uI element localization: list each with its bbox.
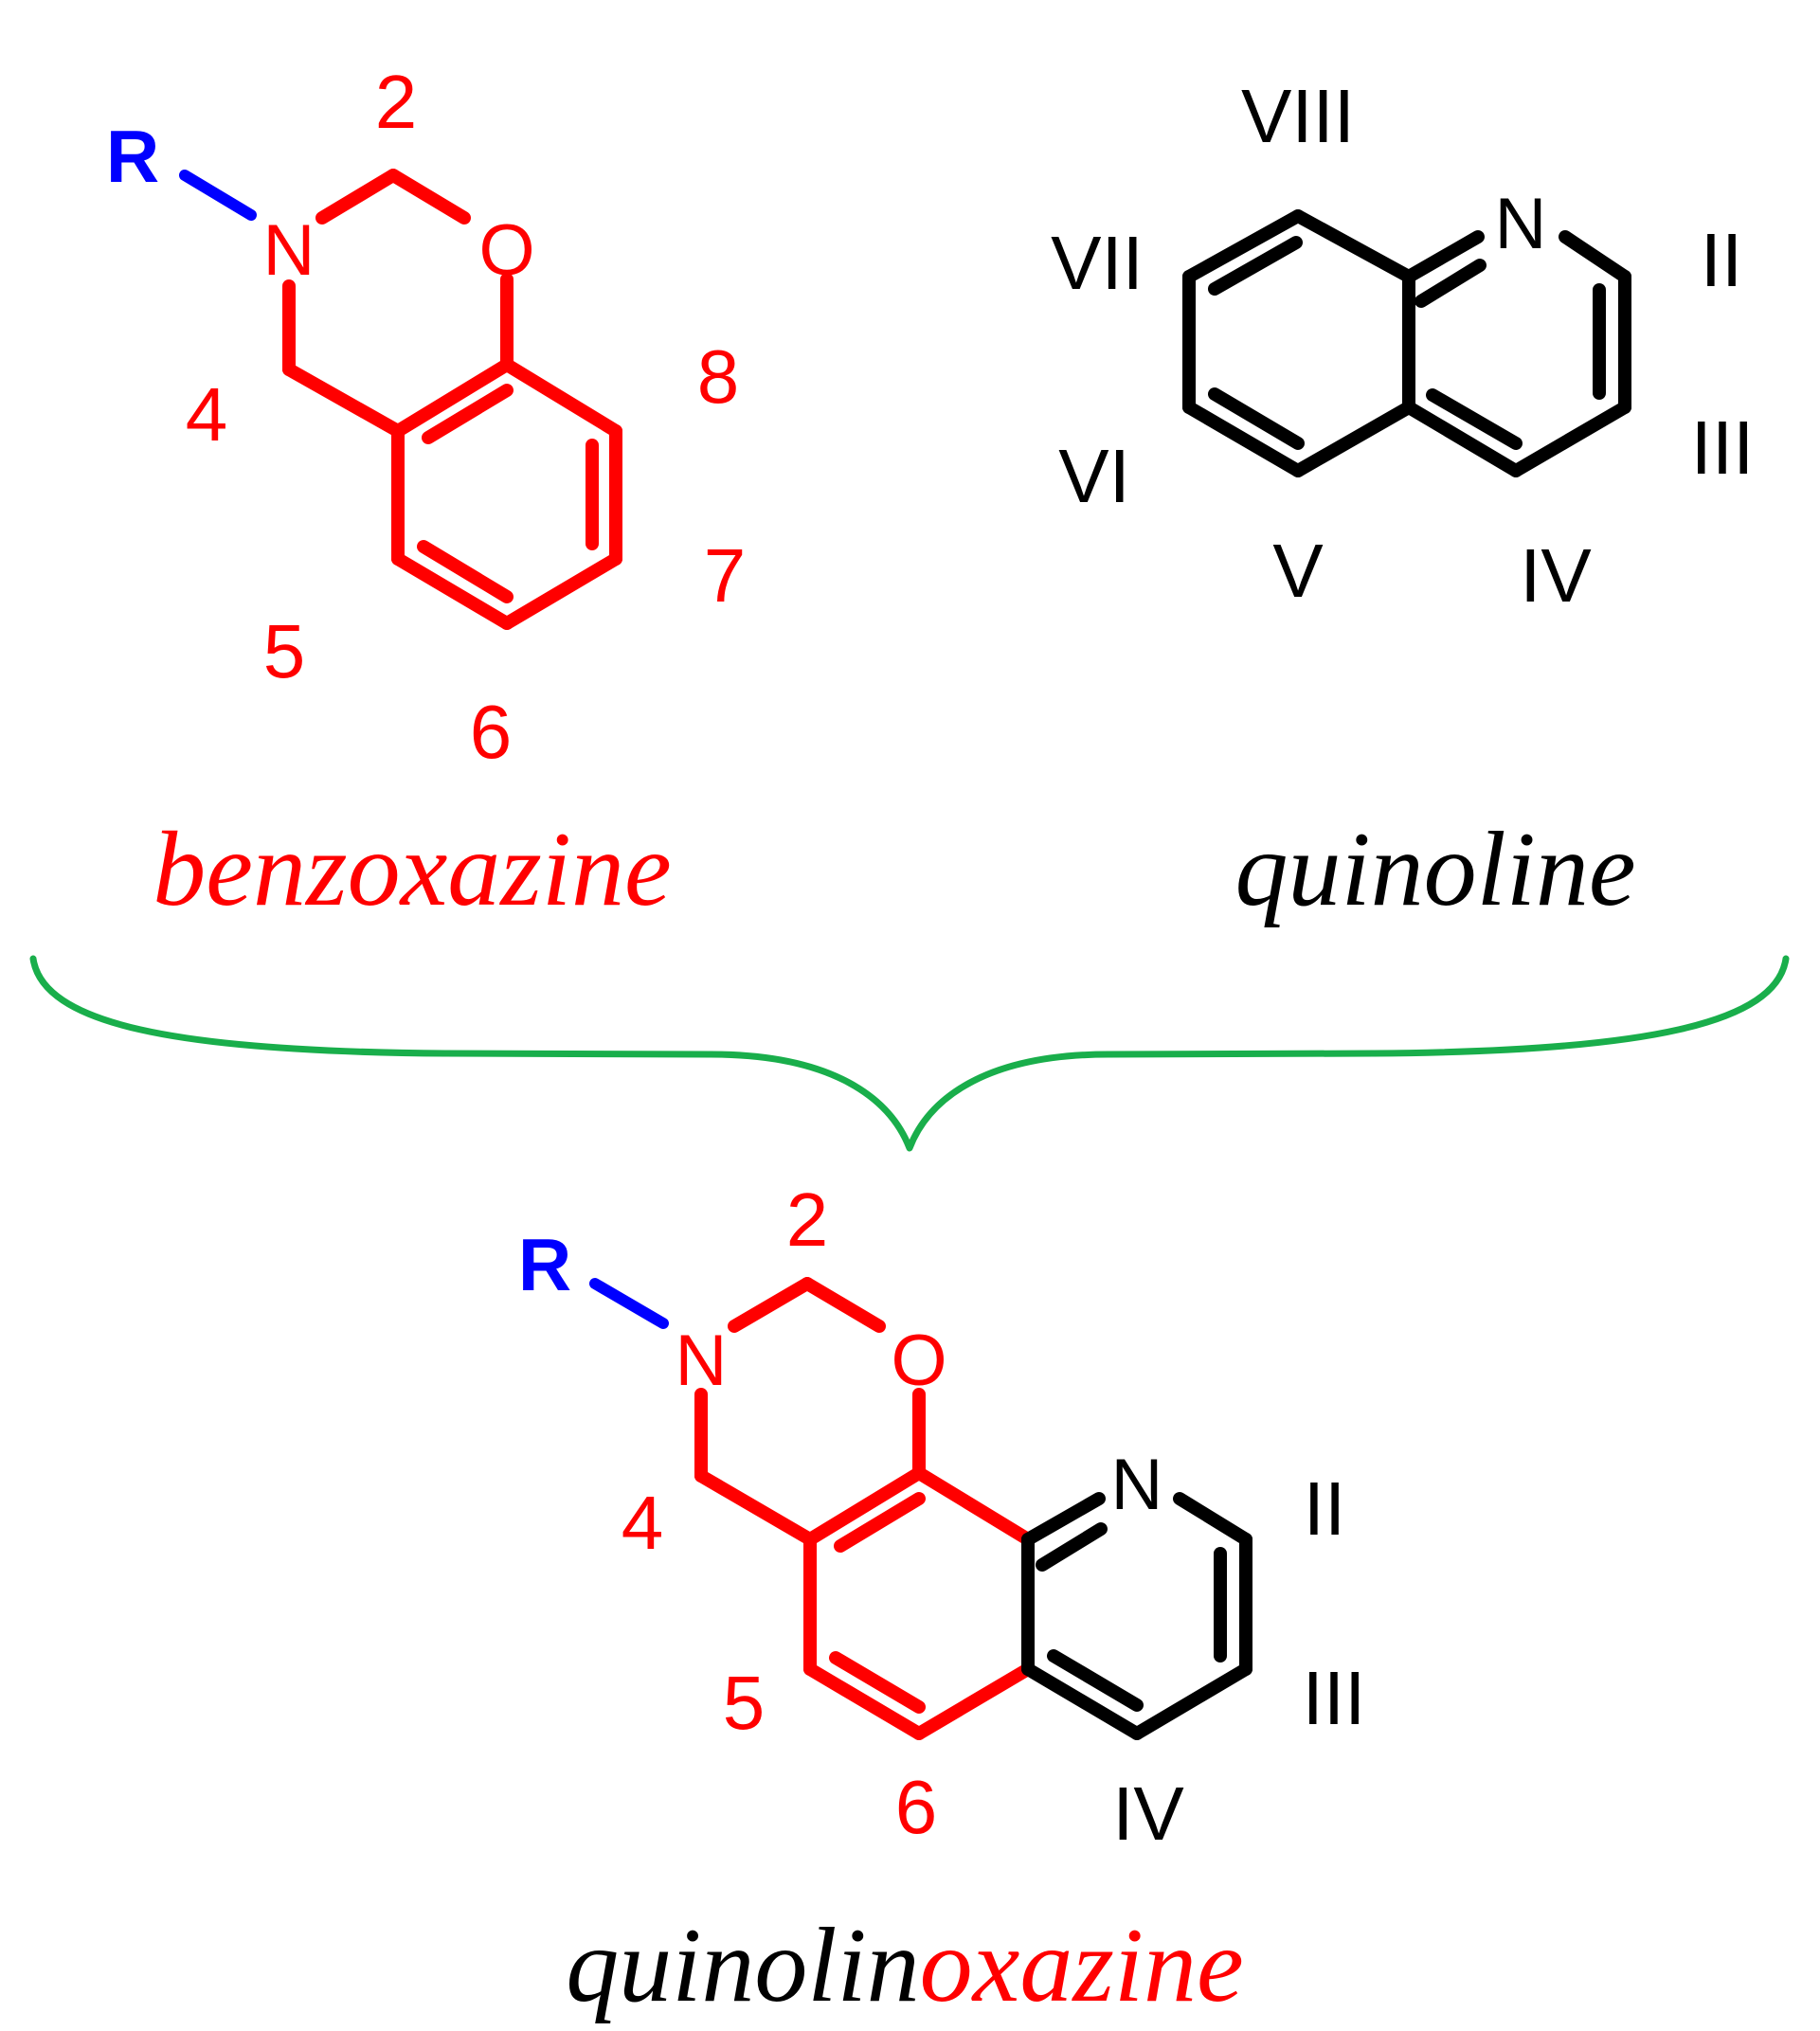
position-8-label: 8 [697, 334, 740, 419]
substituent-r: R [518, 1223, 571, 1306]
quinolinoxazine-structure: R N O N 2 4 5 6 II III IV quinolinoxazin… [518, 1177, 1366, 2024]
bond-c8a-c8 [500, 358, 622, 438]
bond-c3pyr-c4pyr [1130, 1663, 1252, 1740]
position-5-label: 5 [723, 1661, 766, 1745]
position-6-label: 6 [470, 690, 513, 774]
bond-n-c2 [1559, 230, 1631, 283]
double-bond-c4-c4a [1426, 388, 1523, 450]
position-2-label: 2 [375, 60, 418, 144]
position-iii-label: III [1691, 405, 1755, 490]
benzoxazine-name: benzoxazine [153, 811, 671, 928]
bond-r-n [589, 1278, 669, 1329]
bond-c4-c4a [1402, 401, 1523, 477]
quinoline-structure: N II III IV V VI VII VIII quinoline [1051, 74, 1754, 928]
bond-c10a-n [1021, 1492, 1106, 1546]
combining-brace [29, 955, 1790, 1152]
benzoxazine-bonds [282, 169, 622, 630]
bond-c8a-n [1402, 230, 1485, 283]
position-ii-label: II [1701, 218, 1742, 302]
double-bond-c4pyr-c6a [1047, 1649, 1144, 1712]
atom-nitrogen: N [1495, 184, 1547, 264]
position-ii-label: II [1304, 1466, 1345, 1551]
bond-c6-c5 [391, 552, 514, 630]
quinolinoxazine-black-bonds [1021, 1492, 1252, 1740]
bond-c2-o [801, 1277, 886, 1333]
bond-c6-c5 [1182, 401, 1305, 477]
atom-oxygen: O [891, 1321, 946, 1401]
bond-c4a-c4 [282, 363, 405, 438]
double-bond-c4a-c8a [422, 384, 514, 444]
bond-c6-c5 [803, 1663, 926, 1740]
double-bond-c6-c5 [829, 1651, 926, 1714]
name-part-quinolin: quinolin [566, 1907, 919, 2024]
double-bond-c10a-n [1036, 1522, 1108, 1572]
double-bond-c4a-c10b [834, 1492, 926, 1553]
quinolinoxazine-name: quinolinoxazine [566, 1907, 1243, 2024]
benzoxazine-structure: R N O 2 4 5 6 7 8 benzoxazine [106, 60, 746, 928]
quinoline-name: quinoline [1234, 811, 1635, 928]
position-iv-label: IV [1112, 1771, 1184, 1856]
bond-c10b-c4a [803, 1466, 926, 1546]
benzoxazine-position-labels: 2 4 5 6 7 8 [186, 60, 747, 774]
bond-c2-o [387, 169, 471, 225]
atom-nitrogen-pyridine: N [1111, 1445, 1163, 1525]
atom-oxygen: O [478, 210, 534, 291]
bond-r-n [179, 170, 257, 221]
atom-nitrogen: N [263, 210, 315, 291]
bond-c8a-c8 [1291, 209, 1415, 283]
substituent-r: R [106, 115, 159, 198]
bond-c6a-c6 [912, 1663, 1035, 1740]
position-4-label: 4 [186, 372, 228, 457]
double-bond-c8-c7 [1208, 236, 1303, 296]
quinolinoxazine-red-bonds [694, 1277, 1035, 1740]
position-v-label: V [1272, 529, 1324, 613]
position-iv-label: IV [1520, 533, 1592, 618]
position-7-label: 7 [704, 533, 747, 618]
quinoline-position-labels: II III IV V VI VII VIII [1051, 74, 1754, 618]
bond-c3-c4 [1509, 401, 1631, 477]
bond-c8-c7 [1182, 209, 1305, 283]
name-part-oxazine: oxazine [920, 1907, 1244, 2024]
position-5-label: 5 [263, 609, 306, 693]
bond-c7-c6 [500, 552, 622, 630]
double-bond-c6-c5 [417, 540, 514, 603]
bond-c4pyr-c6a [1021, 1663, 1144, 1740]
bond-c10b-c10a [912, 1466, 1035, 1546]
bond-n-c2 [728, 1277, 814, 1333]
bond-n-c2 [315, 169, 400, 225]
position-6-label: 6 [895, 1765, 938, 1849]
quinolinoxazine-position-labels: 2 4 5 6 II III IV [622, 1177, 1366, 1856]
position-2-label: 2 [786, 1177, 829, 1262]
bond-c5-c4a [1291, 401, 1415, 477]
position-vi-label: VI [1058, 434, 1130, 518]
atom-nitrogen-oxazine: N [676, 1321, 728, 1401]
position-viii-label: VIII [1241, 74, 1355, 158]
quinoline-bonds [1182, 209, 1631, 477]
bond-c8a-c4a [391, 358, 514, 438]
double-bond-c6-c5 [1208, 387, 1305, 450]
double-bond-c8a-n [1415, 259, 1487, 308]
position-vii-label: VII [1051, 221, 1144, 305]
bond-n-c2pyr [1173, 1492, 1252, 1546]
bond-c4a-c4 [694, 1469, 817, 1546]
position-4-label: 4 [622, 1481, 664, 1565]
position-iii-label: III [1303, 1656, 1366, 1740]
